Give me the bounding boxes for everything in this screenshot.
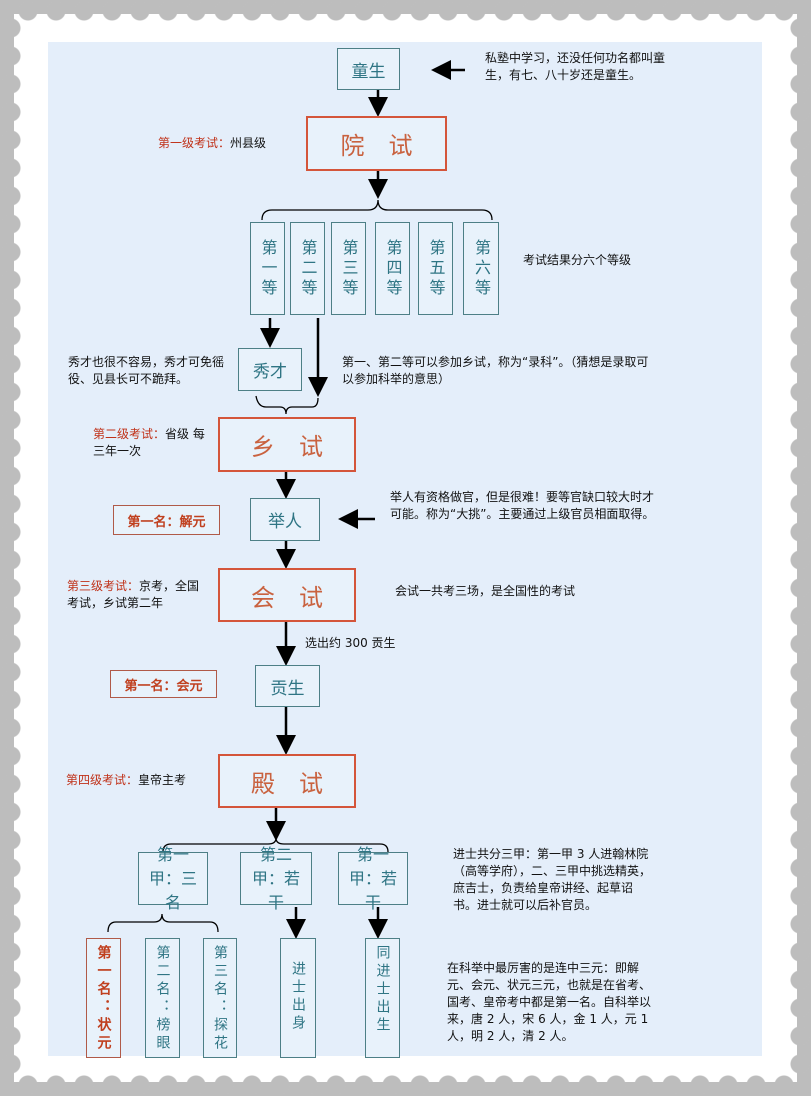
perforation-top xyxy=(14,0,797,22)
label-level2: 第二级考试：省级 每三年一次 xyxy=(93,426,208,460)
label-level1-red: 第一级考试： xyxy=(158,136,231,150)
note-huishi: 会试一共考三场，是全国性的考试 xyxy=(395,584,576,598)
node-gongsheng: 贡生 xyxy=(255,665,320,707)
node-grade-2: 第二等 xyxy=(290,222,325,315)
node-jia-3: 第一甲：若干 xyxy=(338,845,408,912)
label-level4: 第四级考试：皇帝主考 xyxy=(66,772,186,789)
label-level4-text: 皇帝主考 xyxy=(138,773,187,787)
node-grade-5: 第五等 xyxy=(418,222,453,315)
note-luke: 第一、第二等可以参加乡试，称为“录科”。（猜想是录取可以参加科举的意思） xyxy=(342,355,649,386)
node-zhuangyuan: 第一名：状元 xyxy=(86,938,121,1058)
node-jinshi-chushen: 进士出身 xyxy=(280,938,316,1058)
label-huiyuan: 第一名：会元 xyxy=(110,670,217,698)
brace xyxy=(162,837,389,853)
brace xyxy=(261,199,493,221)
brace xyxy=(255,395,319,415)
perforation-left xyxy=(0,14,22,1082)
label-level1-text: 州县级 xyxy=(230,136,267,150)
node-grade-3: 第三等 xyxy=(331,222,366,315)
node-grade-4: 第四等 xyxy=(375,222,410,315)
label-level2-text: 省级 每三年一次 xyxy=(93,427,205,458)
label-jieyuan: 第一名：解元 xyxy=(113,505,220,535)
label-level3-text: 京考，全国考试，乡试第二年 xyxy=(67,579,200,610)
note-jinshi: 进士共分三甲：第一甲 3 人进翰林院（高等学府），二、三甲中挑选精英，庶吉士，负… xyxy=(453,847,652,912)
label-level3-red: 第三级考试： xyxy=(67,579,140,593)
note-select: 选出约 300 贡生 xyxy=(305,636,396,650)
node-tanhua: 第三名：探花 xyxy=(203,938,237,1058)
node-grade-6: 第六等 xyxy=(463,222,499,315)
label-level3: 第三级考试：京考，全国考试，乡试第二年 xyxy=(67,578,207,612)
perforation-right xyxy=(789,14,811,1082)
node-tongsheng: 童生 xyxy=(337,48,400,90)
node-xiangshi: 乡试 xyxy=(218,417,356,472)
note-grades: 考试结果分六个等级 xyxy=(523,253,632,267)
node-tong-jinshi: 同进士出生 xyxy=(365,938,400,1058)
node-jia-2: 第二甲：若干 xyxy=(240,845,312,912)
label-level2-red: 第二级考试： xyxy=(93,427,166,441)
node-yuanshi: 院试 xyxy=(306,116,447,171)
note-juren: 举人有资格做官，但是很难！要等官缺口较大时才可能。称为“大挑”。主要通过上级官员… xyxy=(390,490,655,521)
node-grade-1: 第一等 xyxy=(250,222,285,315)
node-dianshi: 殿试 xyxy=(218,754,356,808)
node-jia-1: 第一甲：三名 xyxy=(138,845,208,912)
note-xiucai: 秀才也很不容易，秀才可免徭役、见县长可不跪拜。 xyxy=(68,355,225,386)
note-sanyuan: 在科举中最厉害的是连中三元：即解元、会元、状元三元，也就是在省考、国考、皇帝考中… xyxy=(447,961,652,1043)
node-xiucai: 秀才 xyxy=(238,348,302,391)
perforation-bottom xyxy=(14,1074,797,1096)
brace xyxy=(107,913,219,933)
note-tongsheng: 私塾中学习，还没任何功名都叫童生，有七、八十岁还是童生。 xyxy=(485,51,666,82)
label-level1: 第一级考试：州县级 xyxy=(158,135,266,152)
label-level4-red: 第四级考试： xyxy=(66,773,139,787)
node-bangyan: 第二名：榜眼 xyxy=(145,938,180,1058)
node-huishi: 会试 xyxy=(218,568,356,622)
node-juren: 举人 xyxy=(250,498,320,541)
